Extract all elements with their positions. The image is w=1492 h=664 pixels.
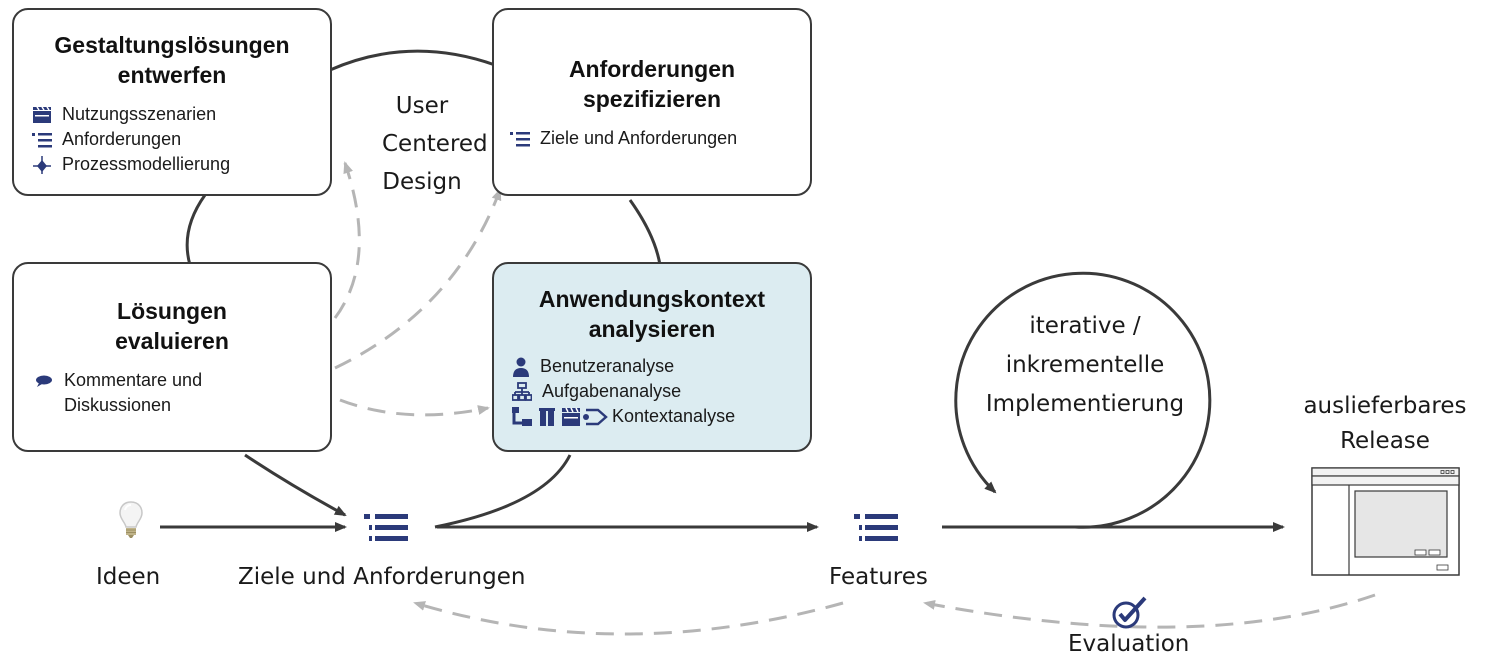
list-icon	[854, 514, 898, 541]
ucd-cycle-arc-left	[185, 194, 207, 266]
ucd-cycle-arc-bottom-right	[434, 454, 572, 529]
features-label: Features	[829, 564, 928, 590]
iterative-label-line: iterative /	[1029, 313, 1141, 339]
ucd-label-line: User	[395, 93, 449, 119]
iterative-implementation-label: iterative / inkrementelle Implementierun…	[960, 310, 1210, 420]
ucd-cycle-arc-top	[329, 49, 496, 72]
release-window-icon	[1311, 467, 1460, 576]
lightbulb-icon	[119, 501, 143, 538]
dashed-arrow-to-kontext	[339, 398, 490, 417]
box-title: Anforderungen spezifizieren	[494, 54, 810, 114]
box-anforderungen-spezifizieren[interactable]: Anforderungen spezifizieren Ziele und An…	[492, 8, 812, 196]
item-label: Kommentare und	[64, 370, 203, 390]
box-title: Anwendungskontext analysieren	[494, 284, 810, 344]
item-label: Prozessmodellierung	[62, 154, 231, 174]
box-title-line: entwerfen	[117, 62, 227, 88]
box-title-line: Anwendungskontext	[538, 286, 766, 312]
clapperboard-icon	[32, 106, 52, 124]
evaluation-label: Evaluation	[1068, 631, 1190, 657]
box-title-line: spezifizieren	[582, 86, 722, 112]
iterative-loop	[954, 271, 1212, 529]
ucd-cycle-arc-bottom-left	[244, 453, 347, 517]
box-title-line: analysieren	[588, 316, 716, 342]
list-item: Prozessmodellierung	[32, 152, 330, 177]
dashed-arrow-to-spezifizieren	[334, 188, 502, 370]
release-label-line: Release	[1340, 428, 1430, 454]
item-label: Nutzungsszenarien	[62, 104, 217, 124]
list-item: Ziele und Anforderungen	[510, 126, 810, 151]
ucd-label: User Centered Design	[382, 90, 488, 198]
box-loesungen-evaluieren[interactable]: Lösungen evaluieren Kommentare und Disku…	[12, 262, 332, 452]
building-icon	[539, 407, 555, 426]
ucd-cycle-arc-right	[628, 199, 662, 266]
list-item: Aufgabenanalyse	[512, 379, 810, 404]
dashed-arrow-features-ziele	[413, 601, 844, 636]
check-circle-icon	[1112, 596, 1147, 629]
list-item: Diskussionen	[34, 393, 330, 418]
box-gestaltungsloesungen[interactable]: Gestaltungslösungen entwerfen Nutzungssz…	[12, 8, 332, 196]
iterative-label-line: inkrementelle	[1005, 352, 1165, 378]
ucd-label-line: Centered	[382, 131, 488, 157]
tree-icon	[512, 406, 532, 426]
list-item: Nutzungsszenarien	[32, 102, 330, 127]
item-label: Anforderungen	[62, 129, 182, 149]
list-item: Anforderungen	[32, 127, 330, 152]
box-title-line: Gestaltungslösungen	[54, 32, 290, 58]
box-anwendungskontext-analysieren[interactable]: Anwendungskontext analysieren Benutzeran…	[492, 262, 812, 452]
list-item: Benutzeranalyse	[512, 354, 810, 379]
item-label: Diskussionen	[64, 395, 172, 415]
ideen-label: Ideen	[96, 564, 161, 590]
list-icon	[32, 132, 52, 148]
user-icon	[512, 357, 530, 377]
item-label: Kontextanalyse	[612, 406, 736, 426]
comment-bubble-icon	[34, 375, 54, 387]
box-title-line: Anforderungen	[568, 56, 736, 82]
item-label: Benutzeranalyse	[540, 356, 675, 376]
ucd-label-line: Design	[382, 169, 462, 195]
clapperboard-icon	[562, 407, 580, 426]
iterative-label-line: Implementierung	[985, 391, 1185, 417]
dashed-arrow-to-gestaltung	[333, 161, 361, 319]
item-label: Aufgabenanalyse	[542, 381, 682, 401]
process-icon	[583, 408, 608, 425]
process-model-icon	[32, 155, 52, 175]
box-title-line: Lösungen	[117, 298, 227, 324]
list-icon	[510, 131, 530, 147]
item-label: Ziele und Anforderungen	[540, 128, 738, 148]
hierarchy-icon	[512, 381, 532, 402]
box-title: Lösungen evaluieren	[14, 296, 330, 356]
list-item: Kommentare und	[34, 368, 330, 393]
box-title: Gestaltungslösungen entwerfen	[14, 30, 330, 90]
release-label-line: auslieferbares	[1303, 393, 1467, 419]
list-item: Kontextanalyse	[512, 404, 810, 429]
release-label: auslieferbares Release	[1290, 390, 1480, 457]
dashed-arrow-release-features	[923, 593, 1376, 629]
context-icons	[512, 406, 608, 427]
box-title-line: evaluieren	[115, 328, 229, 354]
ziele-label: Ziele und Anforderungen	[238, 564, 526, 590]
list-icon	[364, 514, 408, 541]
